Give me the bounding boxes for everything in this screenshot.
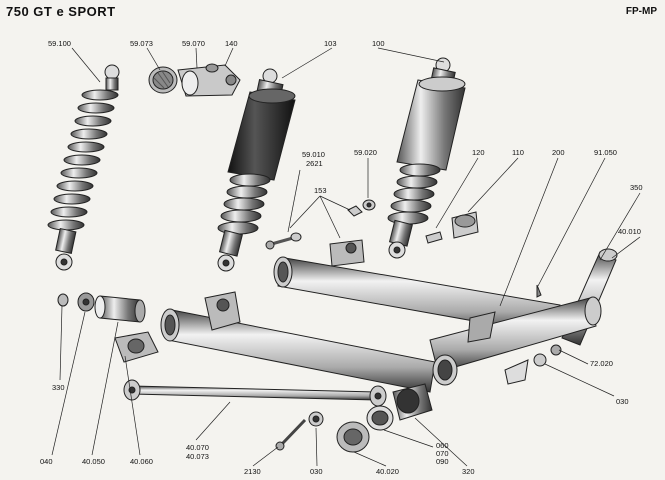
callout-350: 350 [630,183,643,192]
callout-060: 060 [436,441,449,450]
small-parts-left [57,292,159,363]
small-parts-bottom [275,284,562,453]
callout-110: 110 [512,148,524,157]
callout-59073: 59.073 [130,39,153,48]
callout-2130: 2130 [244,467,261,476]
callout-090: 090 [436,457,449,466]
callout-103: 103 [324,39,337,48]
page-title: 750 GT e SPORT [6,4,116,19]
callout-59010: 59.010 [302,150,325,159]
bush-59073 [148,66,178,94]
callout-120: 120 [472,148,485,157]
callout-070: 070 [436,449,449,458]
callout-59070: 59.070 [182,39,205,48]
callout-140: 140 [225,39,238,48]
torque-rod-40070 [123,379,387,407]
callout-59020: 59.020 [354,148,377,157]
callout-030-bottom: 030 [310,467,323,476]
callout-2621: 2621 [306,159,323,168]
small-parts-center [265,199,479,267]
leader-lines [51,47,641,467]
callout-40073: 40.073 [186,452,209,461]
shock-absorber-59100 [47,64,120,271]
callout-200: 200 [552,148,565,157]
callout-100: 100 [372,39,385,48]
callout-40010: 40.010 [618,227,641,236]
callout-030-right: 030 [616,397,629,406]
callout-320: 320 [462,467,475,476]
callout-40070: 40.070 [186,443,209,452]
callout-59100: 59.100 [48,39,71,48]
page-code: FP-MP [625,6,657,17]
callout-72020: 72.020 [590,359,613,368]
callout-040: 040 [40,457,53,466]
callout-91050: 91.050 [594,148,617,157]
shock-absorber-103 [217,68,296,272]
swing-arm [160,248,618,393]
callout-40060: 40.060 [130,457,153,466]
callout-330: 330 [52,383,65,392]
cap-59070 [177,63,241,97]
shock-absorber-100 [387,57,466,259]
callout-40020: 40.020 [376,467,399,476]
callout-153: 153 [314,186,327,195]
callout-40050: 40.050 [82,457,105,466]
